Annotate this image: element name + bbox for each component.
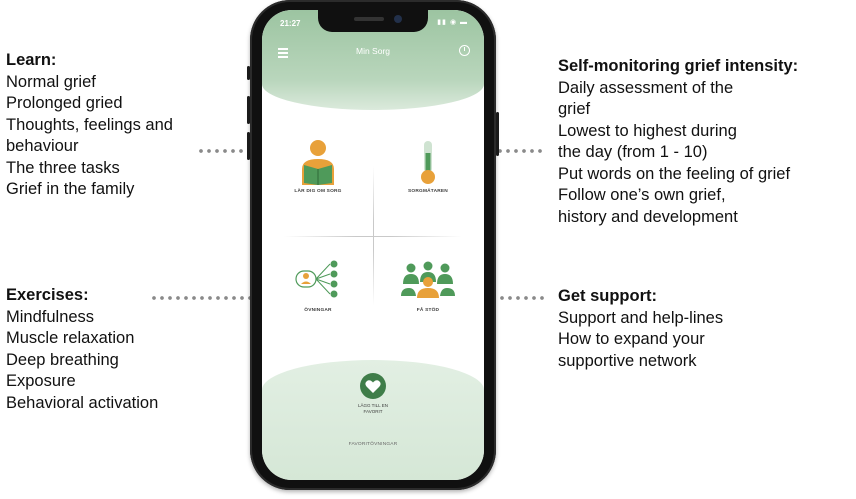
divider	[373, 166, 374, 306]
speaker	[354, 17, 384, 21]
volume-button	[247, 96, 250, 124]
tile-meter-label: SORGMÄTAREN	[408, 189, 448, 194]
self-monitoring-heading: Self-monitoring grief intensity:	[558, 57, 799, 75]
learn-heading: Learn:	[6, 51, 57, 69]
status-time: 21:27	[280, 19, 301, 28]
exercises-line: Mindfulness	[6, 307, 95, 326]
learn-line: Prolonged gried	[6, 94, 123, 112]
support-connector	[466, 296, 546, 300]
exercises-line: Exposure	[6, 372, 76, 390]
support-line: supportive network	[558, 351, 697, 370]
status-icons: ▮▮ ◉ ▬	[437, 18, 468, 26]
battery-icon: ▬	[460, 19, 468, 26]
add-favorite-label-line: LÄGG TILL EN	[357, 403, 388, 408]
wifi-icon: ◉	[449, 19, 458, 26]
learn-line: behaviour	[6, 137, 79, 155]
camera	[394, 15, 402, 23]
learn-line: Thoughts, feelings and	[6, 115, 173, 134]
add-favorite-label-line: FAVORIT	[363, 409, 383, 414]
phone-frame: 21:27 ▮▮ ◉ ▬ Min Sorg LÄR DIG OM SORG	[247, 0, 499, 490]
exercises-line: Deep breathing	[6, 350, 119, 369]
learn-annotation: Learn: Normal grief Prolonged gried Thou…	[6, 50, 173, 201]
exercises-annotation: Exercises: Mindfulness Muscle relaxation…	[6, 285, 158, 414]
volume-button	[247, 66, 250, 80]
support-heading: Get support:	[558, 287, 657, 305]
group-people-icon	[401, 261, 455, 298]
exercises-icon	[295, 260, 338, 298]
volume-button	[247, 132, 250, 160]
menu-icon[interactable]	[278, 48, 288, 60]
tile-exercises-label: ÖVNINGAR	[304, 308, 332, 313]
support-line: How to expand your	[558, 330, 705, 348]
learn-connector	[197, 149, 261, 153]
self-monitoring-line: history and development	[558, 207, 738, 226]
tile-meter[interactable]: SORGMÄTAREN	[390, 135, 466, 205]
self-monitoring-line: Put words on the feeling of grief	[558, 164, 791, 183]
history-icon[interactable]	[459, 45, 470, 56]
learn-line: The three tasks	[6, 158, 120, 177]
self-monitoring-line: the day (from 1 - 10)	[558, 143, 708, 161]
self-monitoring-connector	[464, 149, 544, 153]
learn-line: Normal grief	[6, 72, 96, 91]
add-favorite-label: LÄGG TILL EN FAVORIT	[262, 403, 484, 415]
exercises-line: Muscle relaxation	[6, 329, 135, 347]
thermometer-icon	[421, 141, 435, 184]
learn-line: Grief in the family	[6, 180, 135, 198]
favorite-exercises-label[interactable]: FAVORITÖVNINGAR	[348, 442, 398, 447]
reading-person-icon	[302, 140, 334, 185]
self-monitoring-line: Daily assessment of the	[558, 78, 734, 97]
tile-support-label: FÅ STÖD	[416, 308, 440, 313]
self-monitoring-line: Lowest to highest during	[558, 121, 737, 140]
tile-learn[interactable]: LÄR DIG OM SORG	[280, 135, 356, 205]
phone-notch	[318, 10, 428, 32]
exercises-line: Behavioral activation	[6, 393, 159, 412]
heart-icon	[360, 373, 386, 399]
add-favorite-button[interactable]	[359, 372, 387, 400]
tile-exercises[interactable]: ÖVNINGAR	[280, 260, 356, 320]
tile-learn-label: LÄR DIG OM SORG	[294, 189, 342, 194]
signal-icon: ▮▮	[437, 19, 447, 26]
support-annotation: Get support: Support and help-lines How …	[558, 286, 723, 372]
power-button	[496, 112, 499, 156]
support-line: Support and help-lines	[558, 308, 724, 327]
self-monitoring-line: Follow one’s own grief,	[558, 186, 726, 204]
app-screen: 21:27 ▮▮ ◉ ▬ Min Sorg LÄR DIG OM SORG	[262, 10, 484, 480]
app-title: Min Sorg	[355, 46, 390, 56]
tile-support[interactable]: FÅ STÖD	[390, 260, 466, 320]
self-monitoring-line: grief	[558, 100, 591, 118]
self-monitoring-annotation: Self-monitoring grief intensity: Daily a…	[558, 56, 798, 228]
exercises-heading: Exercises:	[6, 286, 89, 304]
exercises-connector	[150, 296, 262, 300]
